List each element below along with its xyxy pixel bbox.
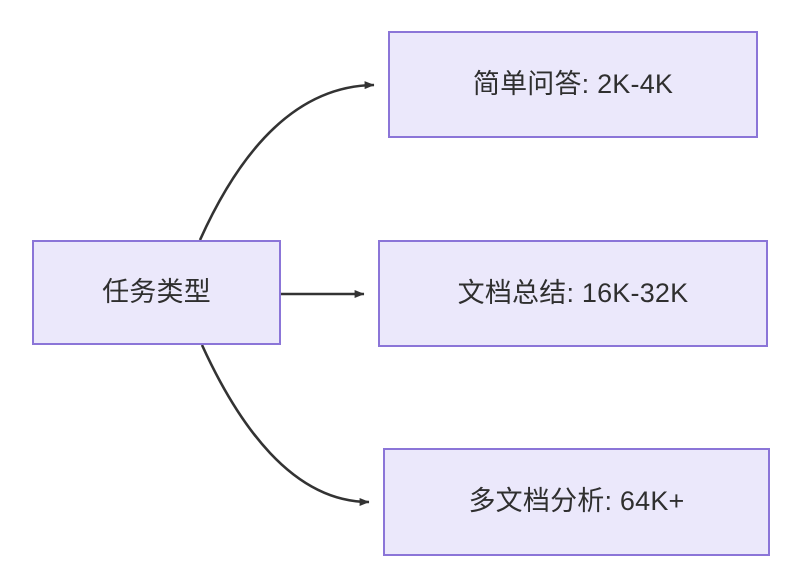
node-task-type[interactable]: 任务类型 bbox=[32, 240, 281, 345]
edge-root-to-multi-doc bbox=[200, 344, 370, 506]
node-multi-doc[interactable]: 多文档分析: 64K+ bbox=[383, 448, 770, 556]
node-multi-doc-label: 多文档分析: 64K+ bbox=[468, 486, 685, 517]
node-task-type-label: 任务类型 bbox=[102, 276, 211, 307]
node-doc-summary[interactable]: 文档总结: 16K-32K bbox=[378, 240, 768, 347]
node-doc-summary-label: 文档总结: 16K-32K bbox=[457, 277, 689, 308]
node-simple-qa[interactable]: 简单问答: 2K-4K bbox=[388, 31, 758, 138]
edge-root-to-simple-qa bbox=[198, 81, 375, 241]
node-simple-qa-label: 简单问答: 2K-4K bbox=[472, 68, 674, 99]
